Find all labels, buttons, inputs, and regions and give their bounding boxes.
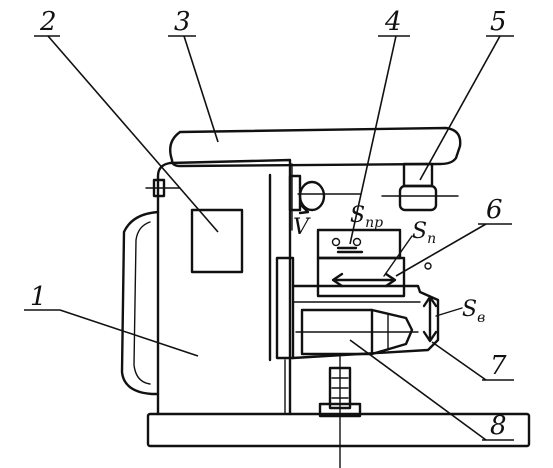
longitudinal-feed-head-left bbox=[331, 272, 344, 288]
feed-p-symbol: Sп bbox=[412, 219, 436, 247]
longitudinal-feed-head-right bbox=[384, 272, 397, 288]
feed-pr-symbol: Sпр bbox=[350, 203, 383, 231]
label-6: 6 bbox=[486, 195, 503, 225]
table-dial bbox=[424, 262, 432, 270]
arbor-bearing bbox=[398, 184, 438, 212]
machine-base bbox=[146, 412, 531, 448]
label-1: 1 bbox=[30, 282, 47, 312]
cross-slide-taper bbox=[370, 308, 414, 356]
column-rear-inner bbox=[133, 221, 151, 385]
table-knob-left bbox=[331, 237, 341, 247]
feed-p-leader bbox=[383, 235, 413, 277]
leader-3-diag bbox=[183, 35, 219, 143]
leader-4-diag bbox=[349, 35, 397, 245]
rotation-arrow bbox=[298, 180, 326, 212]
leader-6-diag bbox=[395, 223, 487, 277]
table-clamp bbox=[336, 246, 364, 254]
column-window bbox=[190, 208, 244, 274]
label-4: 4 bbox=[384, 7, 402, 37]
vertical-feed-head-bottom bbox=[422, 330, 438, 343]
feed-v-leader bbox=[435, 307, 463, 317]
leader-7-diag bbox=[431, 341, 487, 381]
column-rear-housing bbox=[120, 210, 160, 396]
label-3: 3 bbox=[174, 7, 191, 37]
label-2: 2 bbox=[39, 7, 57, 37]
vertical-feed-head-top bbox=[422, 295, 438, 308]
saddle bbox=[316, 256, 406, 298]
column-bolt bbox=[152, 178, 166, 198]
leader-5-diag bbox=[419, 35, 501, 181]
table-knob-right bbox=[352, 237, 362, 247]
knee bbox=[291, 284, 440, 360]
leader-1-diag bbox=[59, 309, 199, 357]
speed-symbol: V bbox=[293, 215, 311, 240]
rotation-arrowhead bbox=[298, 204, 310, 215]
overarm bbox=[169, 126, 462, 168]
leader-8-diag bbox=[349, 339, 487, 441]
label-7: 7 bbox=[490, 351, 507, 381]
leader-2-diag bbox=[47, 35, 219, 233]
label-8: 8 bbox=[490, 411, 507, 441]
feed-v-symbol: Sв bbox=[462, 297, 485, 326]
column-guide-rail bbox=[275, 256, 295, 360]
label-5: 5 bbox=[490, 7, 507, 37]
